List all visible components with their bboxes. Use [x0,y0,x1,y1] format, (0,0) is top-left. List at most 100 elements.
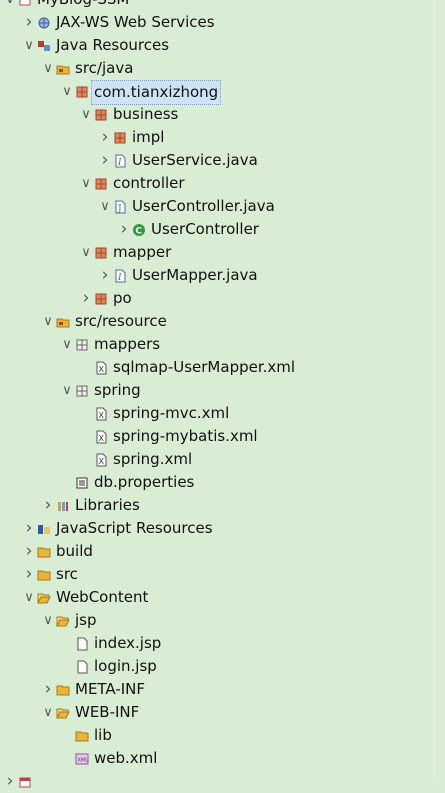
chevron-down-icon[interactable]: ∨ [81,107,91,122]
javascript-resources-icon [37,522,51,536]
jsp-file-icon [75,637,89,651]
xml-file-icon: X [94,407,108,421]
chevron-down-icon[interactable]: ∨ [24,38,34,53]
tree-row-userservice-java[interactable]: › I UserService.java [0,149,433,172]
svg-text:J: J [117,204,122,214]
chevron-down-icon[interactable]: ∨ [43,705,53,720]
tree-item-label: JavaScript Resources [56,519,213,537]
chevron-down-icon[interactable]: ∨ [43,314,53,329]
svg-text:X: X [99,411,105,420]
chevron-right-icon[interactable]: › [44,679,52,699]
tree-row-spring[interactable]: ∨ spring [0,379,433,402]
svg-text:X: X [99,365,105,374]
tree-row-login-jsp[interactable]: login.jsp [0,655,433,678]
tree-row-libraries[interactable]: › Libraries [0,494,433,517]
tree-item-label: spring.xml [113,450,193,468]
jsp-file-icon [75,660,89,674]
svg-text:I: I [117,158,122,168]
folder-icon [37,568,51,582]
chevron-right-icon[interactable]: › [25,12,33,32]
tree-item-label: spring-mybatis.xml [113,427,258,445]
tree-item-label: META-INF [75,680,146,698]
tree-item-label: UserMapper.java [132,266,258,284]
chevron-right-icon[interactable]: › [25,564,33,584]
chevron-right-icon[interactable]: › [82,288,90,308]
tree-row-meta-inf[interactable]: › META-INF [0,678,433,701]
tree-row-po[interactable]: › po [0,287,433,310]
tree-item-label: mapper [113,243,172,261]
tree-row-webcontent[interactable]: ∨ WebContent [0,586,433,609]
tree-row-spring-xml[interactable]: X spring.xml [0,448,433,471]
tree-row-next-project[interactable]: › [0,770,433,793]
chevron-right-icon[interactable]: › [6,771,14,791]
chevron-right-icon[interactable]: › [44,495,52,515]
tree-row-web-xml[interactable]: XML web.xml [0,747,433,770]
chevron-down-icon[interactable]: ∨ [81,245,91,260]
tree-row-java-resources[interactable]: ∨ Java Resources [0,34,433,57]
tree-row-index-jsp[interactable]: index.jsp [0,632,433,655]
interface-file-icon: I [113,154,127,168]
chevron-down-icon[interactable]: ∨ [43,61,53,76]
tree-row-com-tianxizhong[interactable]: ∨ com.tianxizhong [0,80,433,105]
tree-row-jsp[interactable]: ∨ jsp [0,609,433,632]
chevron-down-icon[interactable]: ∨ [43,613,53,628]
tree-row-myblog-ssm[interactable]: ∨ MyBlog-SSM [0,0,433,11]
chevron-right-icon[interactable]: › [25,541,33,561]
libraries-icon [56,499,70,513]
vertical-scrollbar[interactable] [434,0,445,777]
folder-icon [37,545,51,559]
tree-row-javascript-resources[interactable]: › JavaScript Resources [0,517,433,540]
tree-item-label: lib [94,726,112,744]
tree-row-sqlmap-usermapper-xml[interactable]: X sqlmap-UserMapper.xml [0,356,433,379]
tree-row-src[interactable]: › src [0,563,433,586]
tree-row-src-resource[interactable]: ∨ src/resource [0,310,433,333]
tree-row-spring-mybatis-xml[interactable]: X spring-mybatis.xml [0,425,433,448]
tree-item-label: src/java [75,59,134,77]
class-icon: C [132,223,146,237]
tree-row-web-inf[interactable]: ∨ WEB-INF [0,701,433,724]
chevron-down-icon[interactable]: ∨ [62,383,72,398]
tree-row-business[interactable]: ∨ business [0,103,433,126]
tree-row-usercontroller-class[interactable]: › C UserController [0,218,433,241]
open-folder-icon [56,706,70,720]
chevron-down-icon[interactable]: ∨ [4,0,16,11]
svg-text:X: X [99,457,105,466]
tree-item-label: po [113,289,132,307]
tree-item-label: web.xml [94,749,158,767]
tree-row-src-java[interactable]: ∨ src/java [0,57,433,80]
tree-row-impl[interactable]: › impl [0,126,433,149]
chevron-right-icon[interactable]: › [25,518,33,538]
tree-item-label: spring-mvc.xml [113,404,230,422]
chevron-right-icon[interactable]: › [101,150,109,170]
package-icon [94,292,108,306]
tree-item-label: sqlmap-UserMapper.xml [113,358,296,376]
tree-row-controller[interactable]: ∨ controller [0,172,433,195]
chevron-down-icon[interactable]: ∨ [62,337,72,352]
tree-item-label: login.jsp [94,657,157,675]
chevron-down-icon[interactable]: ∨ [62,84,72,99]
webservices-icon [37,16,51,30]
tree-item-label: src/resource [75,312,167,330]
tree-row-db-properties[interactable]: db.properties [0,471,433,494]
chevron-right-icon[interactable]: › [120,219,128,239]
tree-row-spring-mvc-xml[interactable]: X spring-mvc.xml [0,402,433,425]
tree-row-mapper[interactable]: ∨ mapper [0,241,433,264]
tree-row-mappers[interactable]: ∨ mappers [0,333,433,356]
xml-file-icon: X [94,430,108,444]
tree-item-label: UserService.java [132,151,258,169]
chevron-down-icon[interactable]: ∨ [81,176,91,191]
chevron-right-icon[interactable]: › [101,265,109,285]
folder-icon [75,729,89,743]
chevron-right-icon[interactable]: › [101,127,109,147]
chevron-down-icon[interactable]: ∨ [24,590,34,605]
tree-row-jax-ws-web-services[interactable]: › JAX-WS Web Services [0,11,433,34]
tree-row-build[interactable]: › build [0,540,433,563]
tree-item-label: src [56,565,78,583]
project-icon [18,775,32,789]
tree-row-lib[interactable]: lib [0,724,433,747]
tree-item-label: build [56,542,93,560]
tree-row-usercontroller-java[interactable]: ∨ J UserController.java [0,195,433,218]
tree-row-usermapper-java[interactable]: › I UserMapper.java [0,264,433,287]
chevron-down-icon[interactable]: ∨ [100,199,110,214]
folder-icon [56,683,70,697]
